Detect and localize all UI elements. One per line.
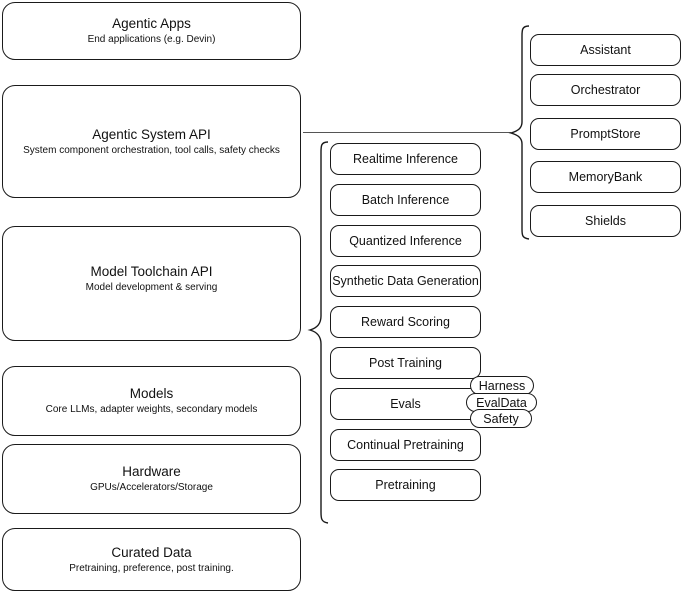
pill-label: Synthetic Data Generation bbox=[332, 274, 479, 288]
layer-box-model-toolchain-api[interactable]: Model Toolchain API Model development & … bbox=[2, 226, 301, 341]
pill-label: Pretraining bbox=[375, 478, 436, 492]
layer-title: Curated Data bbox=[111, 544, 192, 560]
tag-label: EvalData bbox=[476, 395, 527, 410]
layer-subtitle: End applications (e.g. Devin) bbox=[87, 34, 216, 45]
pill-label: Realtime Inference bbox=[353, 152, 458, 166]
tag-label: Safety bbox=[483, 411, 519, 426]
pill-label: Batch Inference bbox=[361, 193, 450, 207]
pill-label: Assistant bbox=[580, 43, 631, 57]
layer-title: Model Toolchain API bbox=[90, 264, 213, 279]
layer-box-models[interactable]: Models Core LLMs, adapter weights, secon… bbox=[2, 366, 301, 436]
brace-toolchain bbox=[307, 141, 329, 524]
system-pill-memorybank[interactable]: MemoryBank bbox=[530, 161, 681, 193]
toolchain-pill-synthetic-data-generation[interactable]: Synthetic Data Generation bbox=[330, 265, 481, 297]
layer-box-curated-data[interactable]: Curated Data Pretraining, preference, po… bbox=[2, 528, 301, 591]
system-pill-assistant[interactable]: Assistant bbox=[530, 34, 681, 66]
layer-title: Agentic System API bbox=[92, 127, 211, 142]
layer-title: Agentic Apps bbox=[112, 16, 191, 31]
toolchain-pill-pretraining[interactable]: Pretraining bbox=[330, 469, 481, 501]
eval-tag-evaldata[interactable]: EvalData bbox=[466, 393, 537, 412]
pill-label: MemoryBank bbox=[568, 170, 643, 184]
layer-box-agentic-system-api[interactable]: Agentic System API System component orch… bbox=[2, 85, 301, 198]
layer-text-group: Agentic System API System component orch… bbox=[3, 126, 300, 158]
layer-box-agentic-apps[interactable]: Agentic Apps End applications (e.g. Devi… bbox=[2, 2, 301, 60]
layer-subtitle: Pretraining, preference, post training. bbox=[69, 562, 234, 574]
toolchain-pill-realtime-inference[interactable]: Realtime Inference bbox=[330, 143, 481, 175]
toolchain-pill-reward-scoring[interactable]: Reward Scoring bbox=[330, 306, 481, 338]
eval-tag-safety[interactable]: Safety bbox=[470, 409, 532, 428]
pill-label: Post Training bbox=[369, 356, 442, 370]
connector-line-system-api bbox=[303, 132, 511, 133]
pill-label: Shields bbox=[585, 214, 626, 228]
toolchain-pill-quantized-inference[interactable]: Quantized Inference bbox=[330, 225, 481, 257]
brace-system-components bbox=[508, 25, 530, 240]
layer-text-group: Model Toolchain API Model development & … bbox=[3, 263, 300, 295]
layer-title: Hardware bbox=[122, 464, 181, 479]
system-pill-promptstore[interactable]: PromptStore bbox=[530, 118, 681, 150]
toolchain-pill-batch-inference[interactable]: Batch Inference bbox=[330, 184, 481, 216]
system-pill-orchestrator[interactable]: Orchestrator bbox=[530, 74, 681, 106]
layer-subtitle: System component orchestration, tool cal… bbox=[23, 145, 280, 156]
layer-subtitle: GPUs/Accelerators/Storage bbox=[90, 482, 213, 493]
tag-label: Harness bbox=[478, 378, 526, 393]
pill-label: Reward Scoring bbox=[361, 315, 450, 329]
pill-label: Orchestrator bbox=[570, 83, 641, 97]
layer-title: Models bbox=[129, 386, 174, 401]
layer-subtitle: Model development & serving bbox=[85, 282, 218, 293]
toolchain-pill-evals[interactable]: Evals bbox=[330, 388, 481, 420]
pill-label: Evals bbox=[390, 397, 421, 411]
pill-label: Continual Pretraining bbox=[347, 438, 464, 452]
pill-label: PromptStore bbox=[570, 127, 641, 141]
toolchain-pill-continual-pretraining[interactable]: Continual Pretraining bbox=[330, 429, 481, 461]
layer-box-hardware[interactable]: Hardware GPUs/Accelerators/Storage bbox=[2, 444, 301, 514]
layer-subtitle: Core LLMs, adapter weights, secondary mo… bbox=[45, 404, 258, 415]
toolchain-pill-post-training[interactable]: Post Training bbox=[330, 347, 481, 379]
pill-label: Quantized Inference bbox=[349, 234, 462, 248]
system-pill-shields[interactable]: Shields bbox=[530, 205, 681, 237]
